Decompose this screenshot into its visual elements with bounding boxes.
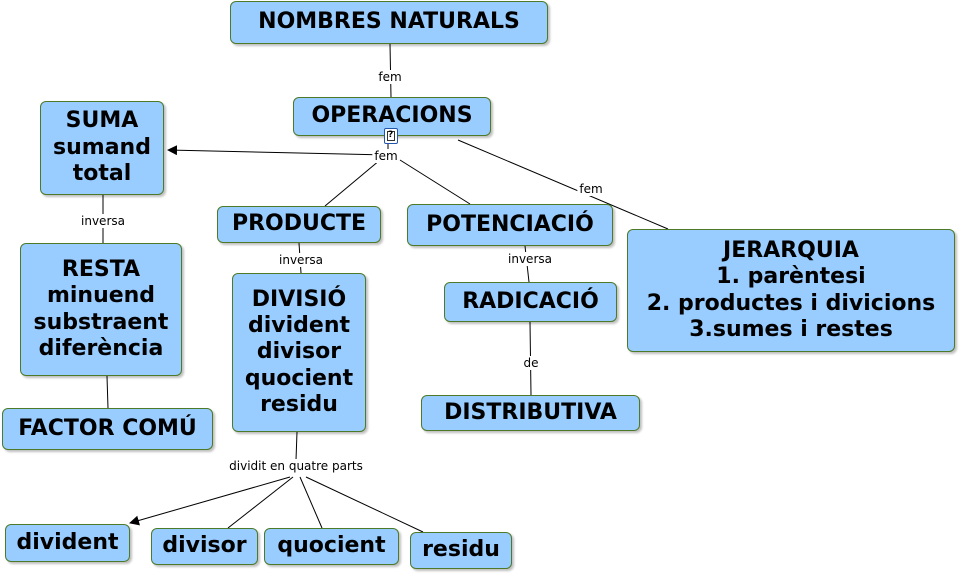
concept-label: RADICACIÓ: [462, 288, 599, 314]
concept-distributiva[interactable]: DISTRIBUTIVA: [421, 395, 640, 431]
concept-label: 2. productes i divicions: [646, 290, 936, 316]
link-label-dividit: dividit en quatre parts: [227, 459, 365, 473]
document-icon[interactable]: [384, 128, 398, 144]
concept-suma[interactable]: SUMA sumand total: [40, 101, 164, 195]
concept-label: substraent: [33, 309, 169, 335]
link-label-inversa: inversa: [79, 214, 127, 228]
concept-label: JERARQUIA: [723, 237, 859, 263]
concept-label: 1. parèntesi: [716, 264, 866, 290]
concept-radicacio[interactable]: RADICACIÓ: [444, 282, 617, 322]
concept-label: DISTRIBUTIVA: [444, 399, 617, 425]
concept-label: divisor: [256, 339, 342, 365]
concept-label: RESTA: [61, 256, 141, 282]
concept-jerarquia[interactable]: JERARQUIA 1. parèntesi 2. productes i di…: [627, 229, 955, 352]
concept-label: OPERACIONS: [311, 103, 473, 129]
concept-label: divisor: [162, 533, 247, 559]
concept-label: quocient: [244, 365, 354, 391]
concept-label: SUMA: [65, 108, 139, 134]
concept-divisor[interactable]: divisor: [151, 528, 258, 565]
concept-nombres-naturals[interactable]: NOMBRES NATURALS: [230, 1, 548, 44]
concept-label: sumand: [53, 134, 151, 160]
concept-label: residu: [260, 392, 338, 418]
link-label-inversa: inversa: [506, 252, 554, 266]
concept-label: NOMBRES NATURALS: [258, 9, 520, 35]
concept-label: PRODUCTE: [231, 211, 367, 237]
concept-label: 3.sumes i restes: [689, 316, 893, 342]
concept-residu[interactable]: residu: [410, 532, 512, 569]
concept-divisio[interactable]: DIVISIÓ divident divisor quocient residu: [232, 273, 366, 432]
concept-operacions[interactable]: OPERACIONS: [293, 97, 491, 136]
link-label-fem: fem: [577, 182, 605, 196]
concept-potenciacio[interactable]: POTENCIACIÓ: [407, 204, 613, 246]
concept-label: minuend: [46, 283, 156, 309]
concept-label: POTENCIACIÓ: [426, 211, 594, 237]
concept-factor-comu[interactable]: FACTOR COMÚ: [2, 408, 213, 450]
concept-label: residu: [422, 537, 500, 563]
concept-label: DIVISIÓ: [251, 286, 347, 312]
link-label-fem: fem: [376, 70, 404, 84]
concept-label: divident: [247, 312, 351, 338]
link-label-inversa: inversa: [277, 253, 325, 267]
concept-label: quocient: [277, 533, 386, 559]
concept-producte[interactable]: PRODUCTE: [217, 206, 381, 243]
concept-label: total: [72, 161, 132, 187]
concept-label: divident: [16, 529, 119, 555]
link-label-de: de: [521, 356, 541, 370]
concept-resta[interactable]: RESTA minuend substraent diferència: [20, 243, 182, 376]
concept-label: FACTOR COMÚ: [18, 415, 197, 441]
concept-divident[interactable]: divident: [5, 524, 130, 562]
link-label-fem: fem: [372, 149, 400, 163]
concept-quocient[interactable]: quocient: [264, 528, 399, 565]
concept-label: diferència: [38, 335, 164, 361]
